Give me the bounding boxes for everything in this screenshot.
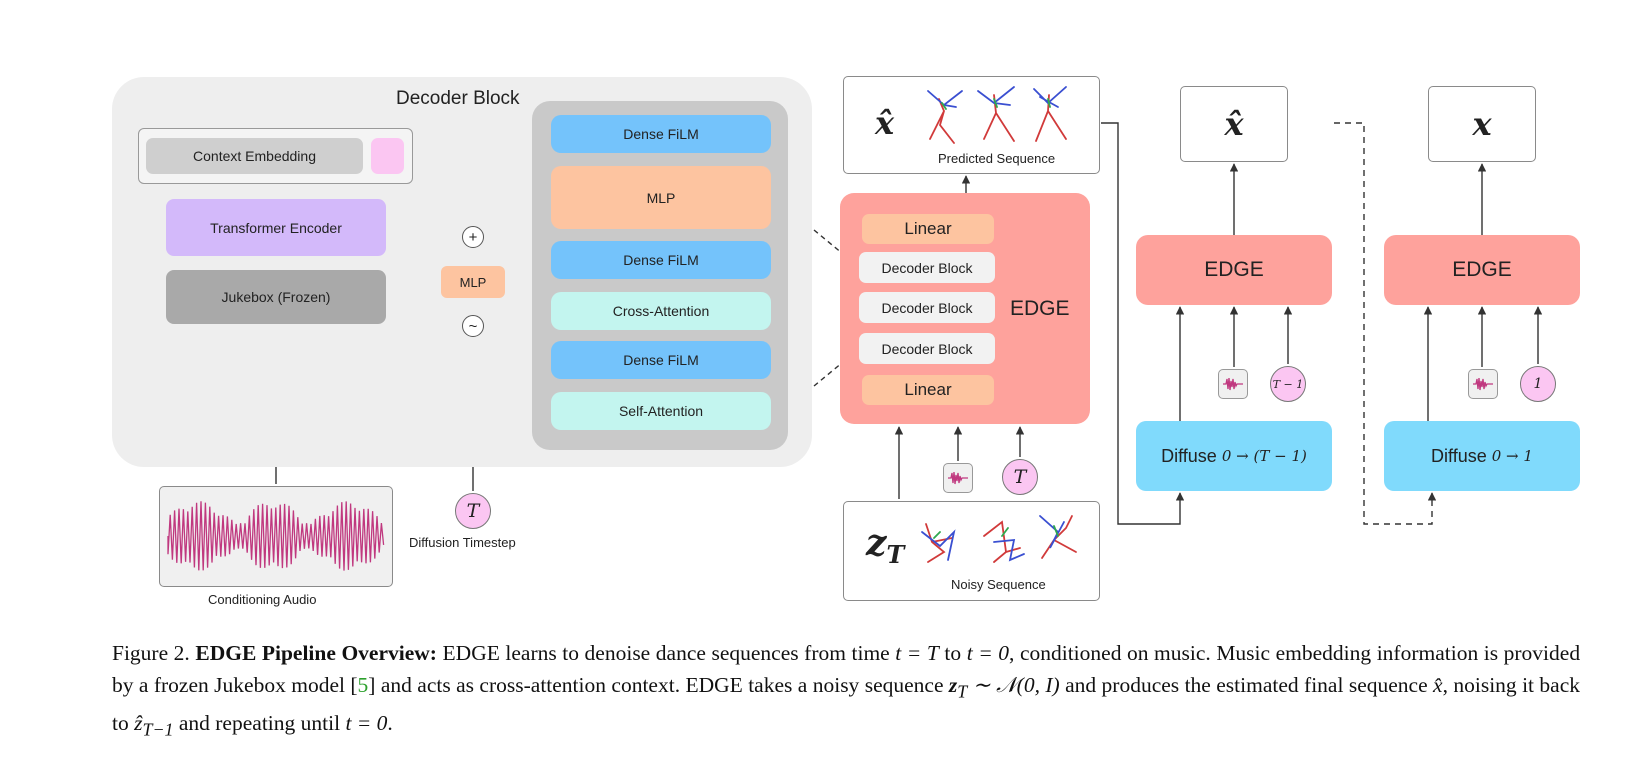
- caption-math-6: ẑT−1: [134, 711, 173, 739]
- caption-text-6: , noising it back to: [112, 673, 1581, 736]
- caption-math-1: t = T: [895, 641, 939, 665]
- step-a-output-symbol: x̂: [1224, 105, 1244, 143]
- step-b-diffuse-label: Diffuse: [1431, 445, 1487, 466]
- stack-mlp: MLP: [551, 166, 771, 229]
- step-b-audio-token: [1468, 369, 1498, 399]
- edge-decoder-block-1: Decoder Block: [859, 252, 995, 283]
- caption-text-3: , conditioned on music. Music embedding …: [112, 641, 1581, 697]
- diffusion-timestep-node: T: [455, 493, 491, 529]
- step-a-diffuse-block: Diffuse 0 → (T − 1): [1136, 421, 1332, 491]
- mini-waveform-icon: [1223, 377, 1243, 391]
- noisy-sequence-card: [843, 501, 1100, 601]
- noisy-sequence-label: Noisy Sequence: [951, 577, 1046, 592]
- audio-waveform-icon: [167, 501, 385, 571]
- edge-timestep-symbol: T: [1013, 466, 1027, 488]
- stack-dense-film-bottom: Dense FiLM: [551, 341, 771, 379]
- caption-paragraph: Figure 2. EDGE Pipeline Overview: EDGE l…: [112, 637, 1580, 746]
- stack-dense-film-middle: Dense FiLM: [551, 241, 771, 279]
- tilde-node: ~: [462, 315, 484, 337]
- predicted-to-diffuse-arrow: [1101, 122, 1185, 525]
- caption-text-8: .: [387, 711, 393, 736]
- step-a-timestep-node: T − 1: [1270, 366, 1306, 402]
- predicted-sequence-label: Predicted Sequence: [938, 151, 1056, 166]
- stack-dense-film-top: Dense FiLM: [551, 115, 771, 153]
- conditioning-audio-label: Conditioning Audio: [208, 592, 317, 607]
- caption-text-2: to: [944, 641, 962, 665]
- caption-math-7: t = 0: [345, 711, 388, 736]
- mlp-small-box: MLP: [441, 266, 505, 298]
- caption-text-5: and produces the estimated final sequenc…: [1065, 673, 1428, 697]
- context-token: [371, 138, 404, 174]
- caption-bold-title: EDGE Pipeline Overview:: [195, 641, 437, 665]
- caption-math-3: zT: [948, 673, 967, 701]
- figure-caption: Figure 2. EDGE Pipeline Overview: EDGE l…: [112, 637, 1580, 746]
- noisy-symbol: zT: [866, 522, 904, 569]
- caption-math-6-z: ẑ: [134, 711, 143, 736]
- conditioning-audio-card: [159, 486, 393, 587]
- step-b-timestep-symbol: 1: [1533, 376, 1543, 392]
- mini-waveform-icon: [1473, 377, 1493, 391]
- mini-waveform-icon: [948, 471, 968, 485]
- caption-reference-link[interactable]: 5: [357, 673, 369, 697]
- edge-linear-bottom: Linear: [862, 375, 994, 405]
- plus-node-symbol: +: [468, 228, 478, 246]
- caption-math-3-z: z: [948, 673, 958, 697]
- plus-node: +: [462, 226, 484, 248]
- noisy-symbol-subscript: T: [886, 540, 905, 570]
- diffusion-timestep-label: Diffusion Timestep: [409, 535, 516, 550]
- predicted-symbol: x̂: [875, 104, 895, 142]
- diffusion-timestep-symbol: T: [466, 500, 480, 522]
- decoder-block-title: Decoder Block: [396, 88, 520, 109]
- caption-figure-label: Figure 2.: [112, 641, 190, 665]
- step-a-edge-block: EDGE: [1136, 235, 1332, 305]
- step-a-diffuse-math: 0 → (T − 1): [1221, 447, 1307, 465]
- caption-math-2: t = 0: [966, 641, 1010, 665]
- step-b-diffuse-math: 0 → 1: [1491, 447, 1533, 465]
- step-a-diffuse-label: Diffuse: [1161, 445, 1217, 466]
- edge-timestep-node: T: [1002, 459, 1038, 495]
- step-a-audio-token: [1218, 369, 1248, 399]
- caption-text-4: ] and acts as cross-attention context. E…: [368, 673, 944, 697]
- step-b-output-card: x: [1428, 86, 1536, 162]
- step-b-edge-block: EDGE: [1384, 235, 1580, 305]
- edge-model-label: EDGE: [1010, 297, 1070, 320]
- caption-text-7: and repeating until: [178, 711, 341, 736]
- edge-decoder-block-3: Decoder Block: [859, 333, 995, 364]
- context-embedding-box: Context Embedding: [146, 138, 363, 174]
- caption-math-4: ∼ 𝒩(0, I): [972, 673, 1060, 697]
- predicted-pose-icon: [927, 86, 1067, 144]
- stack-self-attention: Self-Attention: [551, 392, 771, 430]
- step-a-timestep-symbol: T − 1: [1272, 377, 1304, 391]
- stack-cross-attention: Cross-Attention: [551, 292, 771, 330]
- noisy-symbol-z: z: [866, 522, 887, 564]
- caption-math-3-sub: T: [957, 681, 968, 702]
- transformer-encoder-box: Transformer Encoder: [166, 199, 386, 256]
- caption-math-5: x̂: [1433, 673, 1443, 697]
- step-a-output-card: x̂: [1180, 86, 1288, 162]
- step-b-output-symbol: x: [1472, 105, 1492, 143]
- caption-math-6-sub: T−1: [142, 719, 174, 740]
- step-b-timestep-node: 1: [1520, 366, 1556, 402]
- step-a-to-step-b-dashed: [1334, 122, 1437, 525]
- noisy-pose-icon: [921, 515, 1077, 563]
- step-b-diffuse-block: Diffuse 0 → 1: [1384, 421, 1580, 491]
- caption-text-1: EDGE learns to denoise dance sequences f…: [442, 641, 890, 665]
- edge-audio-token: [943, 463, 973, 493]
- edge-decoder-block-2: Decoder Block: [859, 292, 995, 323]
- jukebox-box: Jukebox (Frozen): [166, 270, 386, 324]
- edge-linear-top: Linear: [862, 214, 994, 244]
- tilde-node-symbol: ~: [468, 317, 478, 335]
- predicted-sequence-card: [843, 76, 1100, 174]
